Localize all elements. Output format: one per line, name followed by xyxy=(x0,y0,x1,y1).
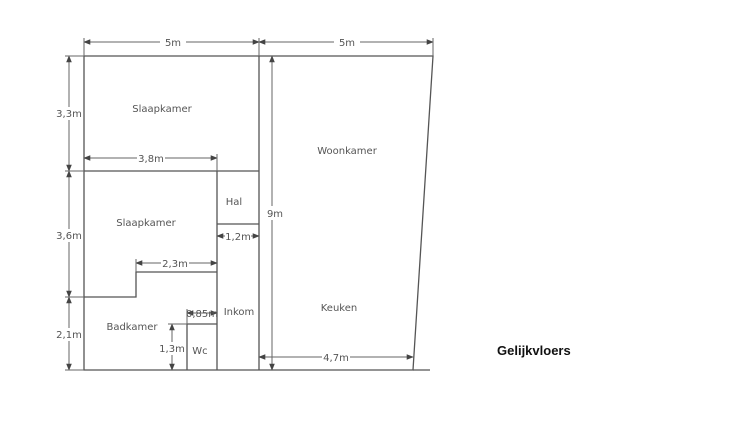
dim-step-width: 2,3m xyxy=(162,259,188,270)
dim-wc-width: 0,85m xyxy=(186,309,218,320)
walls xyxy=(83,55,434,371)
room-inkom: Inkom xyxy=(224,307,255,318)
dim-hal-width: 1,2m xyxy=(225,232,251,243)
dim-left-top: 3,3m xyxy=(56,109,82,120)
room-slaapkamer-1: Slaapkamer xyxy=(132,104,192,115)
floor-title: Gelijkvloers xyxy=(497,343,571,358)
room-slaapkamer-2: Slaapkamer xyxy=(116,218,176,229)
room-badkamer: Badkamer xyxy=(106,322,158,333)
dim-slaapkamer-width: 3,8m xyxy=(138,154,164,165)
room-hal: Hal xyxy=(226,197,242,208)
dim-top-left: 5m xyxy=(165,38,181,49)
room-wc: Wc xyxy=(192,346,207,357)
dim-keuken-width: 4,7m xyxy=(323,353,349,364)
dim-left-mid: 3,6m xyxy=(56,231,82,242)
dim-woonkamer-height: 9m xyxy=(267,209,283,220)
dimension-lines xyxy=(65,38,434,371)
dim-left-bottom: 2,1m xyxy=(56,330,82,341)
room-woonkamer: Woonkamer xyxy=(317,146,378,157)
dim-top-right: 5m xyxy=(339,38,355,49)
dim-wc-height: 1,3m xyxy=(159,344,185,355)
room-keuken: Keuken xyxy=(321,303,357,314)
